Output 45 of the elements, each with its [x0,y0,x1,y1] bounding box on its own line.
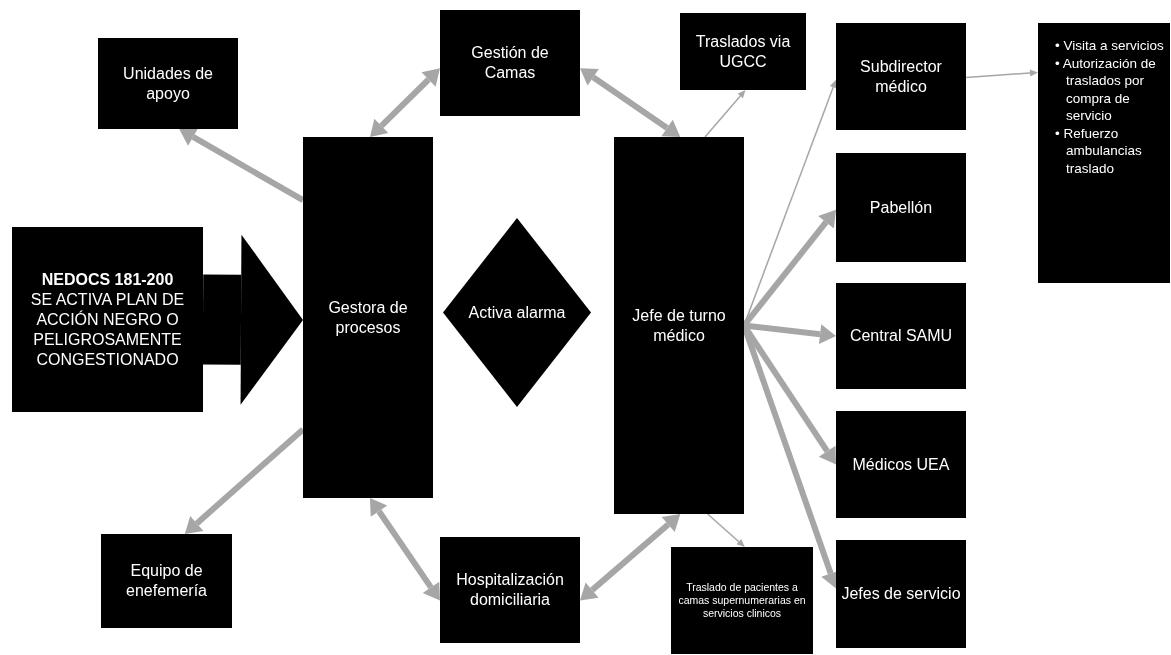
bullet-item: • Refuerzo ambulancias traslado [1054,124,1143,178]
box-label: Pabellón [868,197,934,218]
process-box [836,23,966,130]
block-arrow [202,234,303,405]
process-box [98,38,238,129]
box-label: Médicos UEA [851,454,951,475]
arrow [580,514,681,601]
arrow [184,427,305,534]
bullet-item: • Visita a servicios [1054,37,1165,55]
process-box [101,534,232,628]
process-box [303,137,433,498]
box-label: Jefe de turno médico [631,305,727,346]
process-box [680,13,806,90]
arrow [369,68,440,137]
process-box [614,137,744,514]
box-label: Traslado de pacientes a camas supernumerarias en servicios clinicos [677,580,807,621]
process-box [836,283,966,389]
box-label: Hospitalización domiciliaria [455,570,565,610]
box-label: SE ACTIVA PLAN DE ACCIÓN NEGRO O PELIGROSAMENTE CONGESTIONADO [29,289,186,370]
arrow [704,90,746,138]
trigger-box [12,227,203,412]
note-box [1038,23,1170,283]
arrow [965,69,1038,79]
process-box [440,537,580,643]
process-box [836,411,966,518]
arrow [179,128,305,203]
decision-diamond [443,218,591,407]
box-label: Gestión de Camas [470,43,550,83]
box-label: Jefes de servicio [840,584,962,604]
arrow [580,68,681,137]
box-label: Central SAMU [848,326,954,346]
box-label: NEDOCS 181-200 [40,269,175,290]
bullet-item: • Autorización de traslados por compra de servicio [1054,54,1157,125]
process-box [440,10,580,116]
process-box [836,153,966,262]
box-label: Subdirector médico [859,56,943,97]
arrow [706,513,745,547]
process-box [836,540,966,648]
box-label: Unidades de apoyo [122,63,214,104]
box-label: Activa alarma [467,302,567,323]
box-label: Traslados via UGCC [694,31,792,72]
box-label: Equipo de enefemería [125,561,208,601]
arrow [369,498,440,601]
process-box [671,547,813,654]
box-label: Gestora de procesos [327,297,409,338]
